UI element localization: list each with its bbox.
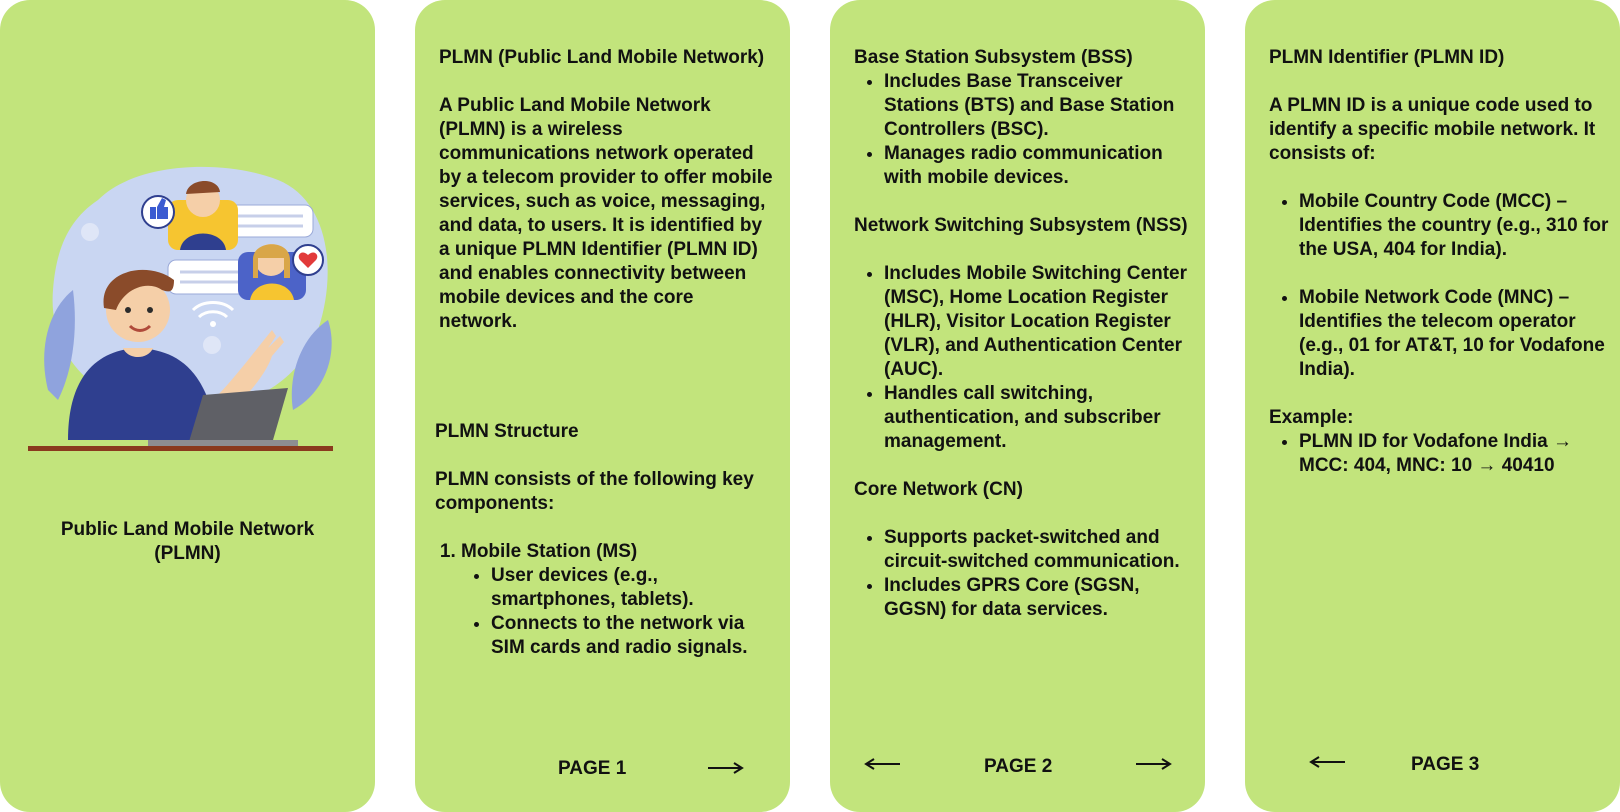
nss-bullets: Includes Mobile Switching Center (MSC), …	[854, 262, 1191, 454]
cn-bullets: Supports packet-switched and circuit-swi…	[854, 526, 1191, 622]
structure-section: PLMN Structure PLMN consists of the foll…	[435, 420, 776, 660]
component-bullets: User devices (e.g., smartphones, tablets…	[461, 564, 776, 660]
bss-heading: Base Station Subsystem (BSS)	[854, 47, 1133, 68]
page-1-intro: A Public Land Mobile Network (PLMN) is a…	[439, 95, 773, 332]
component-list: Mobile Station (MS) User devices (e.g., …	[435, 540, 776, 660]
nss-heading: Network Switching Subsystem (NSS)	[854, 215, 1188, 236]
list-item: Mobile Country Code (MCC) – Identifies t…	[1299, 190, 1614, 262]
page-label: PAGE 3	[1411, 754, 1480, 775]
component-title: Mobile Station (MS)	[461, 541, 638, 562]
list-item: PLMN ID for Vodafone India → MCC: 404, M…	[1299, 430, 1614, 478]
list-item: Includes Base Transceiver Stations (BTS)…	[884, 70, 1191, 142]
plmn-id-parts: Mobile Country Code (MCC) – Identifies t…	[1269, 190, 1614, 262]
page-label: PAGE 2	[984, 756, 1053, 777]
list-item: Manages radio communication with mobile …	[884, 142, 1191, 190]
list-item: Includes GPRS Core (SGSN, GGSN) for data…	[884, 574, 1191, 622]
structure-heading: PLMN Structure	[435, 421, 579, 442]
page-3-card: PLMN Identifier (PLMN ID) A PLMN ID is a…	[1245, 0, 1620, 812]
example-label: Example:	[1269, 407, 1354, 428]
cover-title: Public Land Mobile Network (PLMN)	[60, 519, 315, 564]
page-2-card: Base Station Subsystem (BSS) Includes Ba…	[830, 0, 1205, 812]
list-item: Mobile Network Code (MNC) – Identifies t…	[1299, 286, 1614, 382]
page-3-heading: PLMN Identifier (PLMN ID)	[1269, 47, 1505, 68]
page-1-heading: PLMN (Public Land Mobile Network)	[439, 47, 765, 68]
structure-intro: PLMN consists of the following key compo…	[435, 469, 754, 514]
bss-bullets: Includes Base Transceiver Stations (BTS)…	[854, 70, 1191, 190]
page-label: PAGE 1	[558, 758, 627, 779]
page-3-intro: A PLMN ID is a unique code used to ident…	[1269, 95, 1596, 164]
arrow-right-icon[interactable]	[708, 762, 744, 774]
plmn-id-parts: Mobile Network Code (MNC) – Identifies t…	[1269, 286, 1614, 382]
arrow-left-icon[interactable]	[1309, 756, 1345, 768]
cn-heading: Core Network (CN)	[854, 479, 1023, 500]
cover-card: Public Land Mobile Network (PLMN)	[0, 0, 375, 812]
list-item: User devices (e.g., smartphones, tablets…	[491, 564, 776, 612]
arrow-right-icon[interactable]	[1136, 758, 1172, 770]
person-laptop-chat-illustration	[28, 166, 333, 451]
list-item: Handles call switching, authentication, …	[884, 382, 1191, 454]
arrow-left-icon[interactable]	[864, 758, 900, 770]
list-item: Connects to the network via SIM cards an…	[491, 612, 776, 660]
page-1-card: PLMN (Public Land Mobile Network) A Publ…	[415, 0, 790, 812]
page-1-content: PLMN (Public Land Mobile Network) A Publ…	[439, 46, 776, 334]
page-2-content: Base Station Subsystem (BSS) Includes Ba…	[854, 46, 1191, 622]
list-item: Supports packet-switched and circuit-swi…	[884, 526, 1191, 574]
list-item: Mobile Station (MS) User devices (e.g., …	[461, 540, 776, 660]
page-3-content: PLMN Identifier (PLMN ID) A PLMN ID is a…	[1269, 46, 1614, 478]
example-bullets: PLMN ID for Vodafone India → MCC: 404, M…	[1269, 430, 1614, 478]
list-item: Includes Mobile Switching Center (MSC), …	[884, 262, 1191, 382]
